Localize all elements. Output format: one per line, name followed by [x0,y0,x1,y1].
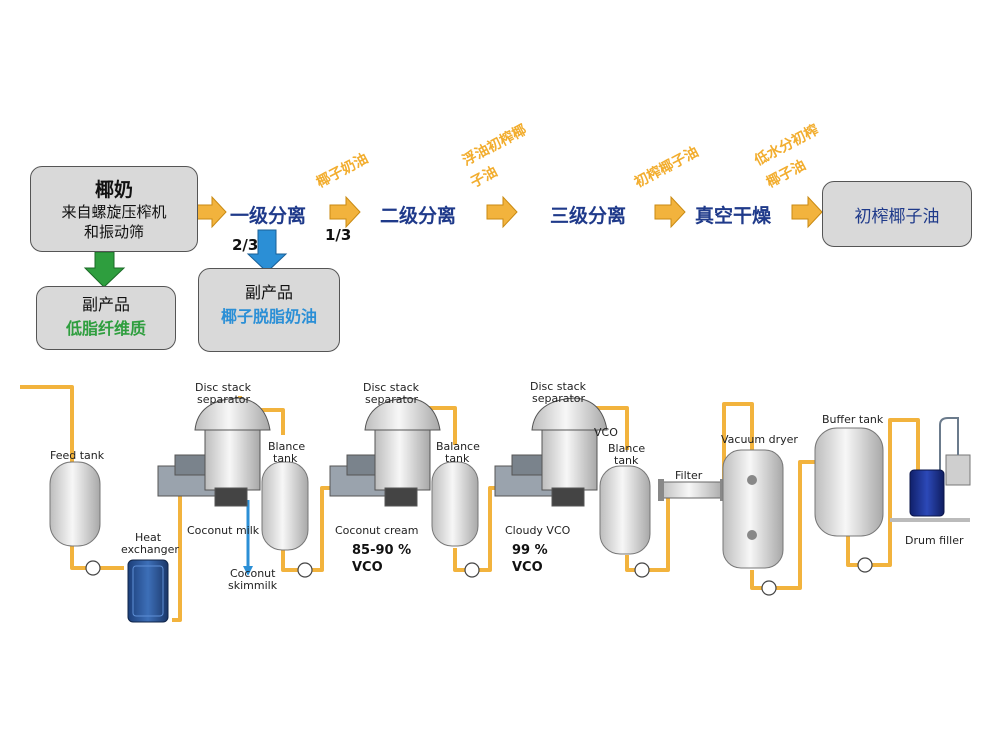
vco-percent-label: 99 % [512,543,548,558]
separator-1 [157,397,271,507]
pump-3 [464,562,480,578]
balance-tank-2-label-1: Balance [436,440,480,453]
buffer-tank-label: Buffer tank [822,413,884,426]
separator-2-label-2: separator [365,393,419,406]
pipe-feed-to-hx [70,545,86,570]
pump-5 [761,580,777,596]
blance-tank-1-label-1: Blance [268,440,306,453]
buffer-tank [814,427,884,537]
blue-down-arrow [246,229,288,273]
heat-exchanger-label-2: exchanger [121,543,179,556]
heat-exchanger-label-1: Heat [135,531,162,544]
coconut-milk-line1: 来自螺旋压榨机 [61,203,167,221]
blance-tank-3-label-1: Blance [608,442,646,455]
blance-tank-1-label-2: tank [273,452,298,465]
step-tertiary-separation: 三级分离 [550,205,627,227]
arrow-2 [329,195,361,229]
byproduct-fiber-title: 副产品 [81,295,130,314]
drum-filler-label: Drum filler [905,534,964,547]
pipe-dryer-to-buffer [750,460,818,590]
arrow-1 [195,195,227,229]
feed-tank-label: Feed tank [50,449,105,462]
pipe-filter-to-dryer [722,402,754,488]
pumps [85,557,873,596]
blance-tank-3-label-2: tank [614,454,639,467]
pump-6 [857,557,873,573]
separator-3-label-1: Disc stack [530,380,587,393]
skimmilk-arrow [243,566,253,576]
pump-4 [634,562,650,578]
pipe-blance3-to-filter [625,498,670,572]
vacuum-dryer [722,449,784,569]
coconut-milk-title: 椰奶 [94,179,133,201]
arrow-3 [486,195,518,229]
pump-2 [297,562,313,578]
byproduct-fiber-value: 低脂纤维质 [65,319,146,338]
vco-top-label: VCO [594,426,618,439]
separator-1-label-1: Disc stack [195,381,252,394]
blance-tank-3 [599,465,651,555]
byproduct-skim-value: 椰子脱脂奶油 [220,307,317,326]
green-down-arrow [83,251,126,288]
separator-3 [494,397,608,507]
cream-vco-label: VCO [352,560,383,575]
coconut-cream-label: Coconut cream [335,524,419,537]
step-secondary-separation: 二级分离 [380,205,457,227]
step-vacuum-drying: 真空干燥 [695,205,772,227]
cloudy-vco-label: Cloudy VCO [505,524,571,537]
filter-label: Filter [675,469,703,482]
ratio-one-third: 1/3 [325,226,352,244]
arrow-5 [791,195,823,229]
vacuum-dryer-label: Vacuum dryer [721,433,798,446]
feed-tank [49,461,101,547]
blance-tank-1 [261,461,309,551]
pipe-feed-in [20,385,74,462]
balance-tank-2-label-2: tank [445,452,470,465]
byproduct-fiber-box: 副产品 低脂纤维质 [36,286,176,350]
arrow-4 [654,195,686,229]
skimmilk-label-1: Coconut [230,567,276,580]
cream-percent-label: 85-90 % [352,543,412,558]
coconut-milk-label: Coconut milk [187,524,260,537]
separator-3-label-2: separator [532,392,586,405]
final-product-label: 初榨椰子油 [854,207,940,227]
pipe-buffer-to-drum [846,418,920,567]
skimmilk-label-2: skimmilk [228,579,278,592]
pump-1 [85,560,101,576]
separator-2 [329,397,441,507]
filter-unit [658,479,726,501]
vco-label: VCO [512,560,543,575]
byproduct-skim-box: 副产品 椰子脱脂奶油 [198,268,340,352]
balance-tank-2 [431,461,479,547]
coconut-milk-box: 椰奶 来自螺旋压榨机 和振动筛 [30,166,198,252]
heat-exchanger [127,559,169,623]
byproduct-skim-title: 副产品 [244,283,293,302]
final-product-box: 初榨椰子油 [822,181,972,247]
ratio-two-thirds: 2/3 [232,236,259,254]
drum-filler [890,417,971,522]
step-primary-separation: 一级分离 [230,205,307,227]
separator-2-label-1: Disc stack [363,381,420,394]
separator-1-label-2: separator [197,393,251,406]
coconut-milk-line2: 和振动筛 [83,223,144,241]
